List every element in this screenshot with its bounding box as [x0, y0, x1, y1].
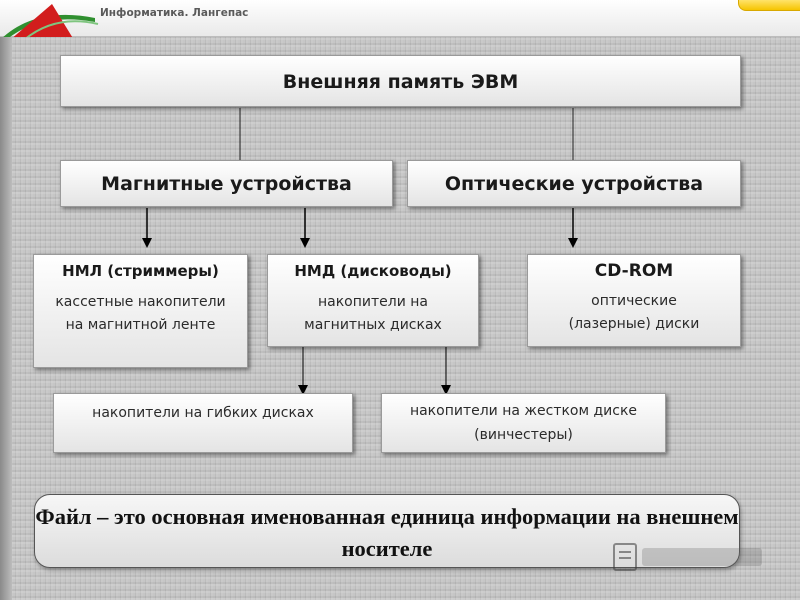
branch-box-magnetic: Магнитные устройства [60, 160, 393, 207]
logo-icon [0, 4, 99, 40]
device-desc-cdrom: оптические (лазерные) диски [568, 293, 700, 332]
device-box-cdrom: CD-ROM оптические (лазерные) диски [527, 254, 741, 347]
device-box-nmd: НМД (дисководы) накопители на магнитных … [267, 254, 479, 347]
branch-label-magnetic: Магнитные устройства [101, 173, 352, 195]
device-title-nml: НМЛ (стриммеры) [62, 262, 219, 280]
corner-tab[interactable] [738, 0, 800, 11]
top-header-bar: Информатика. Лангепас [0, 0, 800, 40]
disk-type-label-hdd: накопители на жестком диске (винчестеры) [409, 403, 638, 443]
device-desc-nmd: накопители на магнитных дисках [304, 294, 442, 333]
site-title: Информатика. Лангепас [100, 7, 249, 19]
device-desc-nml: кассетные накопители на магнитной ленте [55, 294, 226, 333]
device-title-nmd: НМД (дисководы) [294, 262, 452, 280]
branch-label-optical: Оптические устройства [444, 173, 704, 195]
device-box-nml: НМЛ (стриммеры) кассетные накопители на … [33, 254, 248, 368]
branch-box-optical: Оптические устройства [407, 160, 741, 207]
root-box: Внешняя память ЭВМ [60, 55, 741, 107]
device-title-cdrom: CD-ROM [594, 261, 674, 281]
disk-type-label-floppy: накопители на гибких дисках [92, 405, 314, 421]
definition-text: Файл – это основная именованная единица … [35, 504, 739, 561]
watermark-icon [613, 543, 762, 571]
slide-left-edge [0, 37, 12, 600]
disk-type-box-hdd: накопители на жестком диске (винчестеры) [381, 393, 666, 453]
root-label: Внешняя память ЭВМ [282, 71, 519, 93]
disk-type-box-floppy: накопители на гибких дисках [53, 393, 353, 453]
definition-box: Файл – это основная именованная единица … [34, 494, 740, 568]
